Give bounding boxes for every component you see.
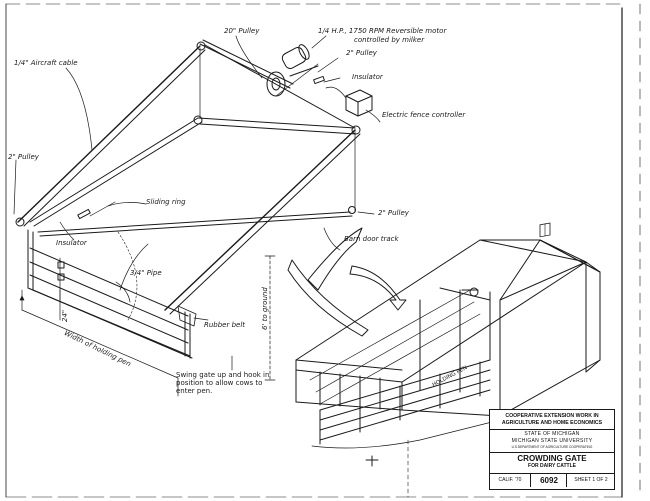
title-block-line2: AGRICULTURE AND HOME ECONOMICS bbox=[501, 420, 603, 426]
sheet-border bbox=[5, 3, 641, 498]
label-swing-1: Swing gate up and hook in bbox=[176, 371, 270, 379]
drawing-subtitle: FOR DAIRY CATTLE bbox=[528, 463, 576, 469]
holding-pen-fence bbox=[311, 359, 501, 467]
barn-building bbox=[295, 222, 601, 417]
label-swing-2: position to allow cows to bbox=[176, 379, 263, 387]
motor-icon bbox=[275, 44, 319, 97]
label-electric-fence: Electric fence controller bbox=[382, 111, 466, 119]
cable-frame bbox=[17, 39, 361, 315]
label-insulator-top: Insulator bbox=[352, 73, 383, 81]
label-sliding-ring: Sliding ring bbox=[146, 198, 186, 206]
label-rubber-belt: Rubber belt bbox=[204, 321, 246, 329]
title-block-line1: COOPERATIVE EXTENSION WORK IN bbox=[505, 413, 599, 419]
label-pulley-2-right: 2" Pulley bbox=[378, 209, 409, 217]
label-pulley-2-left: 2" Pulley bbox=[8, 153, 39, 161]
leader-lines bbox=[13, 35, 381, 371]
label-pulley-2-top: 2" Pulley bbox=[346, 49, 377, 57]
drawing-title: CROWDING GATE bbox=[517, 454, 587, 463]
dimension-lines bbox=[19, 255, 276, 397]
label-insulator-left: Insulator bbox=[56, 239, 87, 247]
label-pipe: 3/4" Pipe bbox=[130, 269, 162, 277]
swing-gate bbox=[27, 229, 197, 359]
label-aircraft-cable: 1/4" Aircraft cable bbox=[14, 59, 78, 67]
insulators bbox=[77, 75, 325, 220]
calif-cell: CALIF. '70 bbox=[498, 477, 522, 483]
drawing-number: 6092 bbox=[530, 474, 567, 487]
sheet-number: SHEET 1 OF 2 bbox=[566, 474, 615, 487]
pulley-top-left-icon bbox=[196, 41, 206, 51]
label-swing-3: enter pen. bbox=[176, 387, 213, 395]
title-block-line5: U.S.DEPARTMENT OF AGRICULTURE COOPERATIN… bbox=[511, 445, 593, 449]
label-barn-door-track: Barn door track bbox=[344, 235, 399, 243]
pulley-right-icon bbox=[348, 206, 356, 214]
label-dim-24: 24" bbox=[61, 309, 69, 322]
callout-arrows bbox=[117, 227, 407, 337]
pulley-left-icon bbox=[15, 217, 25, 227]
label-pulley-20: 20" Pulley bbox=[224, 27, 260, 35]
label-ground: 6' to ground bbox=[261, 287, 269, 330]
title-block-line3: STATE OF MICHIGAN bbox=[524, 431, 580, 437]
electric-fence-controller-icon bbox=[325, 86, 373, 117]
label-motor: 1/4 H.P., 1750 RPM Reversible motor bbox=[318, 27, 447, 35]
label-motor-controlled: controlled by milker bbox=[354, 36, 425, 44]
title-block-line4: MICHIGAN STATE UNIVERSITY bbox=[511, 438, 593, 444]
title-block: COOPERATIVE EXTENSION WORK IN AGRICULTUR… bbox=[489, 409, 615, 490]
